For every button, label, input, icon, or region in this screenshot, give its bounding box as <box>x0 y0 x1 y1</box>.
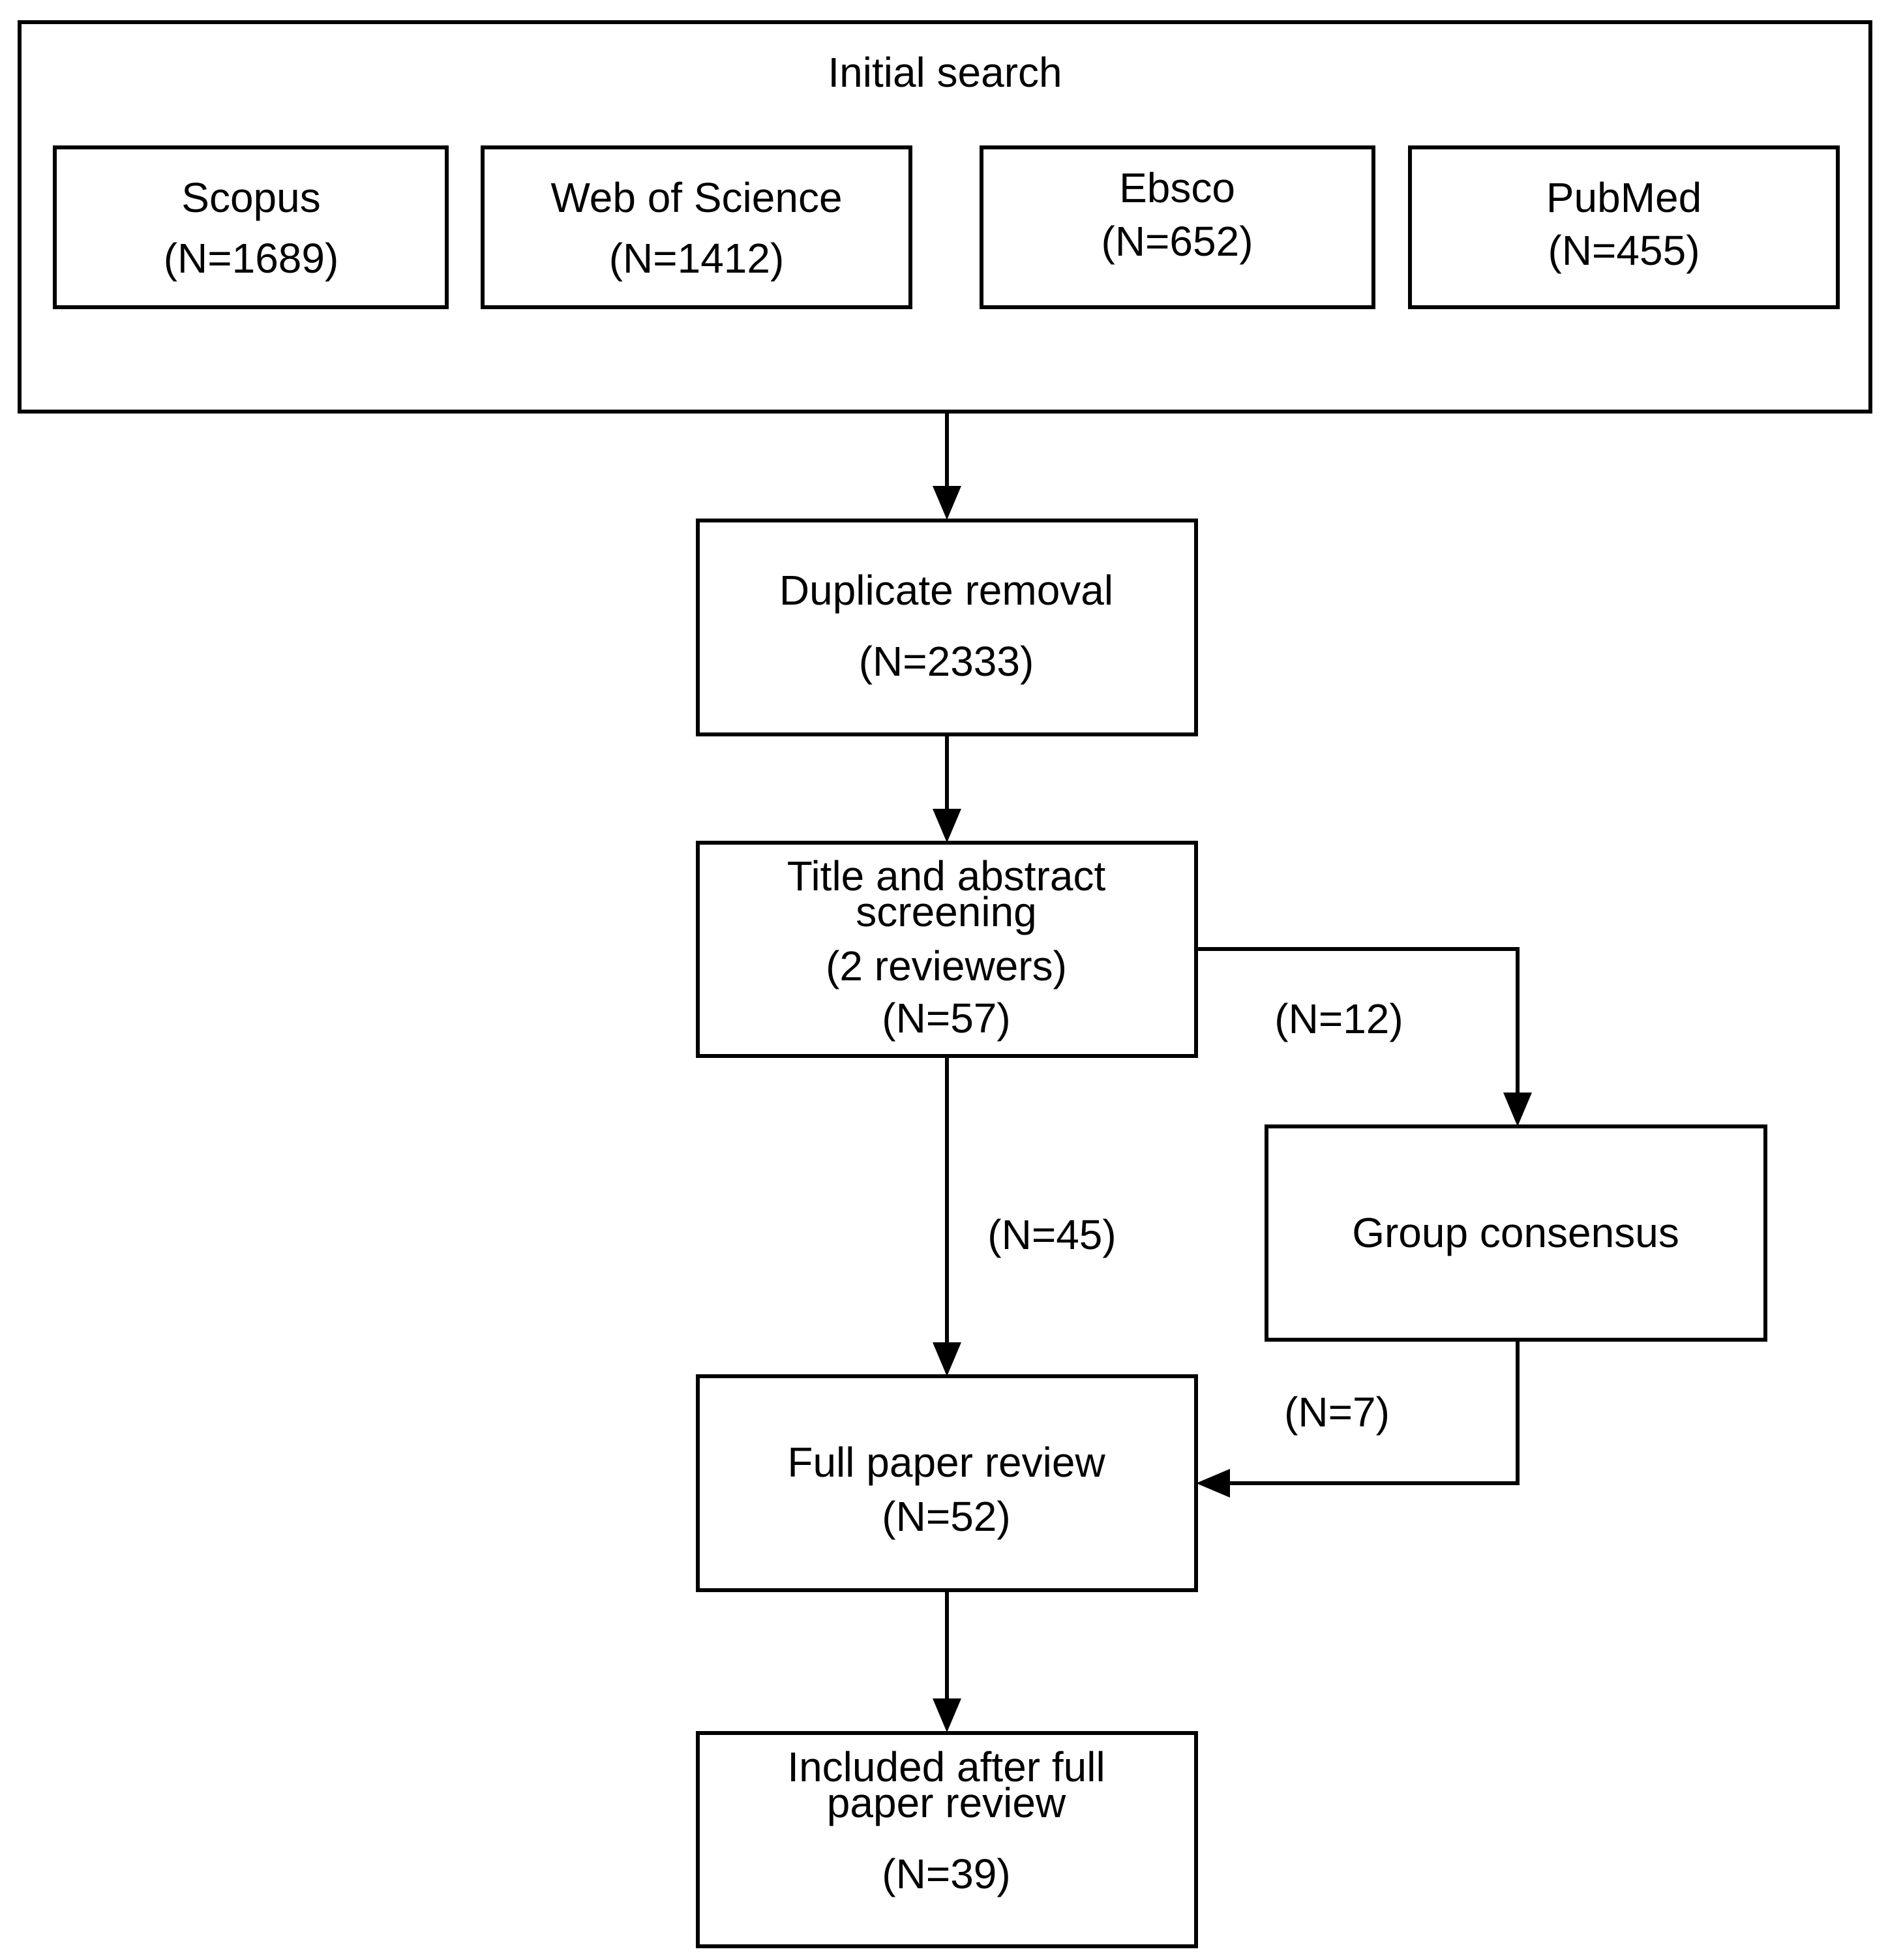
screening-line-3: (2 reviewers) <box>826 942 1067 989</box>
arrow-search-to-duplicates <box>933 412 961 520</box>
included-box: Included after full paper review (N=39) <box>696 1731 1198 1948</box>
database-name: Web of Science <box>550 174 842 221</box>
database-count: (N=1689) <box>164 235 339 282</box>
database-box-scopus: Scopus (N=1689) <box>53 145 449 309</box>
database-name: Scopus <box>181 174 320 221</box>
included-line-2: paper review <box>827 1779 1066 1826</box>
arrow-full-review-to-included <box>933 1590 961 1732</box>
title-abstract-screening-box: Title and abstract screening (2 reviewer… <box>696 841 1198 1058</box>
arrow-duplicates-to-screening <box>933 734 961 843</box>
full-paper-review-label: Full paper review <box>787 1439 1105 1486</box>
edge-label-from-consensus: (N=7) <box>1284 1389 1390 1436</box>
database-count: (N=652) <box>1101 218 1253 265</box>
arrow-screening-to-consensus <box>1196 947 1532 1126</box>
database-box-web-of-science: Web of Science (N=1412) <box>481 145 912 309</box>
edge-label-to-consensus: (N=12) <box>1274 995 1403 1042</box>
included-line-1: Included after full <box>787 1743 1105 1790</box>
screening-line-1: Title and abstract <box>787 852 1106 899</box>
group-consensus-label: Group consensus <box>1352 1209 1679 1256</box>
included-count: (N=39) <box>882 1850 1010 1897</box>
duplicate-removal-count: (N=2333) <box>859 638 1034 685</box>
database-box-ebsco: Ebsco (N=652) <box>980 145 1375 309</box>
duplicate-removal-box: Duplicate removal (N=2333) <box>696 519 1198 736</box>
arrow-screening-to-full-review <box>933 1056 961 1376</box>
duplicate-removal-label: Duplicate removal <box>779 567 1113 614</box>
arrow-consensus-to-full-review <box>1196 1340 1520 1498</box>
initial-search-title: Initial search <box>828 49 1062 96</box>
group-consensus-box: Group consensus <box>1265 1124 1767 1342</box>
full-paper-review-box: Full paper review (N=52) <box>696 1374 1198 1592</box>
edge-label-to-full-review: (N=45) <box>987 1211 1116 1258</box>
database-count: (N=1412) <box>609 235 785 282</box>
database-count: (N=455) <box>1548 227 1700 274</box>
database-name: PubMed <box>1546 174 1701 221</box>
database-name: Ebsco <box>1119 164 1235 211</box>
database-box-pubmed: PubMed (N=455) <box>1408 145 1840 309</box>
screening-line-2: screening <box>856 888 1037 935</box>
full-paper-review-count: (N=52) <box>882 1493 1010 1540</box>
screening-count: (N=57) <box>882 995 1010 1042</box>
